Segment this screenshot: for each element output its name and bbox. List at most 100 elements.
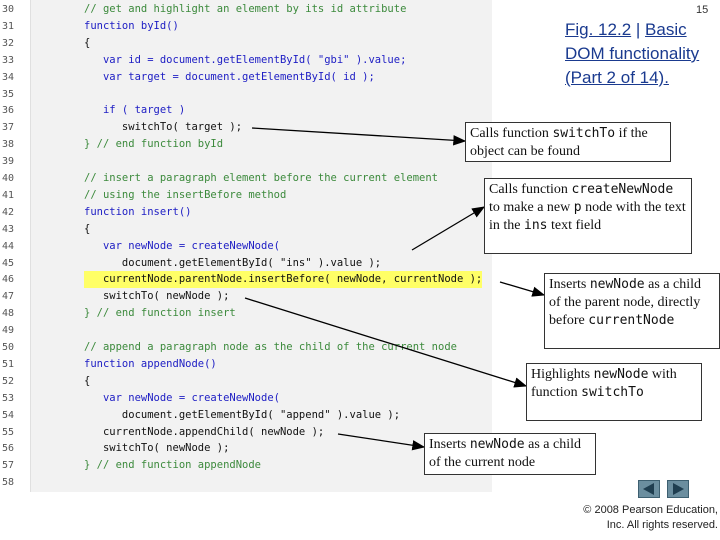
next-slide-button[interactable] [667,480,689,498]
figure-label-link[interactable]: Fig. 12.2 [565,20,632,39]
page-number: 15 [696,4,709,16]
code-line: 38 } // end function byId [0,136,492,153]
callout-appendchild: Inserts newNode as a child of the curren… [424,433,596,475]
line-number: 34 [2,71,15,83]
line-number: 54 [2,409,15,421]
code-text: } // end function appendNode [84,459,262,472]
code-text: { [84,36,91,49]
code-text: document.getElementById( "append" ).valu… [84,408,401,421]
code-text: switchTo( target ); [84,121,243,134]
code-text: function insert() [84,205,192,218]
line-number: 52 [2,375,15,387]
line-number: 51 [2,358,15,370]
code-text: var target = document.getElementById( id… [84,70,375,83]
code-line: 46 currentNode.parentNode.insertBefore( … [0,271,492,289]
copyright-notice: © 2008 Pearson Education, Inc. All right… [560,503,718,533]
code-text: currentNode.appendChild( newNode ); [84,425,325,438]
callout-switchto: Calls function switchTo if the object ca… [465,122,671,162]
line-number: 47 [2,291,15,303]
code-text: if ( target ) [84,104,186,117]
line-number-gutter [0,0,31,492]
line-number: 35 [2,88,15,100]
code-text: } // end function insert [84,307,236,320]
code-line: 58 [0,474,492,491]
figure-separator: | [631,20,646,39]
line-number: 49 [2,325,15,337]
code-line: 30 // get and highlight an element by its… [0,1,492,18]
arrow-callout-4 [244,297,528,388]
code-text: // using the insertBefore method [84,188,287,201]
line-number: 42 [2,206,15,218]
code-line: 56 switchTo( newNode ); [0,440,492,457]
code-line: 40 // insert a paragraph element before t… [0,170,492,187]
code-text: currentNode.parentNode.insertBefore( new… [84,271,483,289]
code-text: } // end function byId [84,138,224,151]
figure-title-text[interactable]: Basic DOM functionality (Part 2 of 14). [565,20,700,87]
line-number: 30 [2,4,15,15]
arrow-callout-2 [411,206,486,251]
code-text: // insert a paragraph element before the… [84,172,439,184]
code-text: switchTo( newNode ); [84,290,230,303]
code-line: 57 } // end function appendNode [0,457,492,474]
code-line: 36 if ( target ) [0,102,492,119]
line-number: 55 [2,426,15,438]
line-number: 50 [2,342,15,353]
line-number: 43 [2,223,15,235]
line-number: 46 [2,274,15,286]
code-line: 49 [0,322,492,339]
triangle-right-icon [673,483,684,495]
code-line: 37 switchTo( target ); [0,119,492,136]
code-text: // get and highlight an element by its i… [84,3,407,15]
line-number: 57 [2,460,15,472]
code-text: function appendNode() [84,357,217,370]
arrow-callout-5 [337,433,426,451]
line-number: 58 [2,477,15,489]
line-number: 39 [2,156,15,168]
code-line: 41 // using the insertBefore method [0,187,492,204]
line-number: 45 [2,257,15,269]
code-line: 47 switchTo( newNode ); [0,288,492,305]
code-text: var id = document.getElementById( "gbi" … [84,53,407,66]
code-line: 35 [0,86,492,103]
line-number: 33 [2,54,15,66]
line-number: 32 [2,37,15,49]
code-line: 44 var newNode = createNewNode( [0,238,492,255]
code-line: 48 } // end function insert [0,305,492,322]
line-number: 38 [2,139,15,151]
figure-title[interactable]: Fig. 12.2 | Basic DOM functionality (Par… [565,18,715,90]
code-line: 39 [0,153,492,170]
code-line: 33 var id = document.getElementById( "gb… [0,52,492,69]
line-number: 37 [2,122,15,134]
code-line: 42 function insert() [0,204,492,221]
code-text: document.getElementById( "ins" ).value )… [84,256,382,269]
line-number: 41 [2,189,15,201]
copyright-line-2: Inc. All rights reserved. [606,519,718,531]
line-number: 36 [2,105,15,117]
code-line: 32 { [0,35,492,52]
prev-slide-button[interactable] [638,480,660,498]
code-text: { [84,222,91,235]
code-line: 53 var newNode = createNewNode( [0,390,492,407]
line-number: 48 [2,308,15,320]
code-line: 52 { [0,373,492,390]
line-number: 40 [2,173,15,184]
line-number: 53 [2,392,15,404]
callout-createnewnode: Calls function createNewNode to make a n… [484,178,692,254]
callout-insertbefore: Inserts newNode as a child of the parent… [544,273,720,349]
code-line: 45 document.getElementById( "ins" ).valu… [0,255,492,272]
line-number: 31 [2,20,15,32]
arrow-callout-1 [251,127,467,146]
callout-highlights: Highlights newNode with function switchT… [526,363,702,421]
code-line: 34 var target = document.getElementById(… [0,69,492,86]
copyright-line-1: © 2008 Pearson Education, [583,504,718,516]
code-line: 43 { [0,221,492,238]
line-number: 44 [2,240,15,252]
code-text: { [84,374,91,387]
code-panel: 30 // get and highlight an element by its… [0,0,492,492]
code-text: var newNode = createNewNode( [84,391,280,404]
code-line: 55 currentNode.appendChild( newNode ); [0,424,492,441]
arrow-callout-3 [499,281,546,297]
code-line: 54 document.getElementById( "append" ).v… [0,407,492,424]
